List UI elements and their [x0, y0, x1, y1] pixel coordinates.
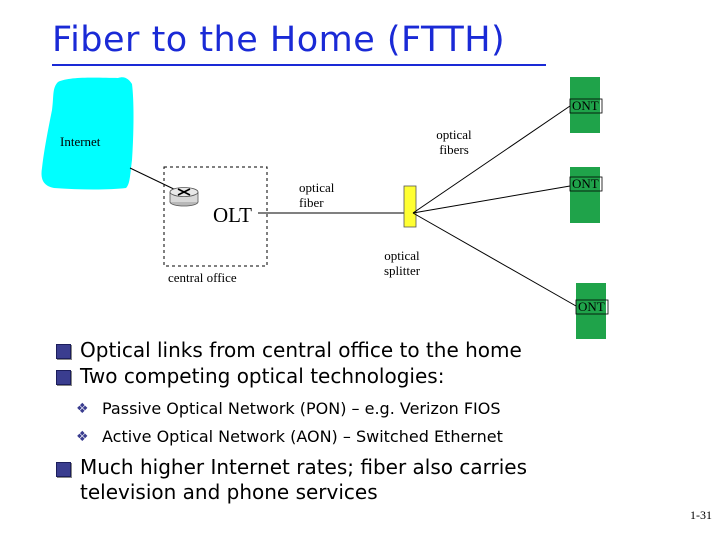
square-bullet-icon — [56, 344, 71, 359]
sub-bullet-text: Active Optical Network (AON) – Switched … — [102, 427, 503, 446]
optical-fibers-label-line1: optical — [436, 127, 472, 142]
ont-label-frame-2 — [569, 176, 603, 192]
ont-label-3: ONT — [578, 299, 605, 314]
fiber-to-ont-2 — [412, 185, 571, 214]
ftth-diagram — [41, 77, 609, 339]
sub-bullet-text: Passive Optical Network (PON) – e.g. Ver… — [102, 399, 501, 418]
optical-fiber-label-line2: fiber — [299, 195, 324, 210]
bullet-item: Optical links from central office to the… — [54, 337, 654, 363]
fiber-to-ont-1 — [412, 105, 571, 214]
optical-fiber-label-line1: optical — [299, 180, 335, 195]
bullet-text-continued: television and phone services — [80, 480, 378, 504]
optical-splitter — [403, 185, 417, 228]
square-bullet-icon — [56, 370, 71, 385]
splitter-label: optical splitter — [378, 248, 426, 278]
title-underline — [52, 64, 546, 66]
bullet-text: Optical links from central office to the… — [80, 338, 522, 362]
internet-cloud — [41, 77, 134, 190]
optical-fiber-label: optical fiber — [299, 180, 334, 210]
ont-label-1: ONT — [572, 98, 599, 113]
optical-fibers-label-line2: fibers — [439, 142, 469, 157]
sub-bullet-item: ❖ Passive Optical Network (PON) – e.g. V… — [54, 395, 654, 423]
fiber-to-ont-3 — [412, 212, 577, 307]
central-office-box — [163, 166, 268, 267]
router-icon — [169, 187, 199, 207]
diamond-bullet-icon: ❖ — [76, 429, 89, 445]
olt-label: OLT — [213, 203, 252, 227]
ont-box-1 — [570, 77, 600, 133]
diamond-bullet-icon: ❖ — [76, 401, 89, 417]
splitter-label-line2: splitter — [383, 263, 421, 278]
ont-box-3 — [576, 283, 606, 339]
sub-bullet-item: ❖ Active Optical Network (AON) – Switche… — [54, 423, 654, 451]
splitter-label-line1: optical — [384, 248, 420, 263]
bullet-item: Much higher Internet rates; fiber also c… — [54, 455, 654, 505]
internet-label: Internet — [60, 134, 101, 149]
page-number: 1-31 — [690, 508, 712, 522]
square-bullet-icon — [56, 462, 71, 477]
uplink-line — [129, 167, 181, 193]
bullet-item: Two competing optical technologies: — [54, 363, 654, 389]
central-office-label: central office — [168, 270, 237, 285]
optical-fibers-label: optical fibers — [434, 127, 474, 157]
ont-label-frame-1 — [569, 98, 603, 114]
bullet-list: Optical links from central office to the… — [54, 337, 654, 505]
page-title: Fiber to the Home (FTTH) — [52, 20, 506, 60]
ont-label-2: ONT — [572, 176, 599, 191]
bullet-text: Two competing optical technologies: — [80, 364, 445, 388]
ont-label-frame-3 — [575, 299, 609, 315]
bullet-text: Much higher Internet rates; fiber also c… — [80, 455, 527, 479]
ont-box-2 — [570, 167, 600, 223]
